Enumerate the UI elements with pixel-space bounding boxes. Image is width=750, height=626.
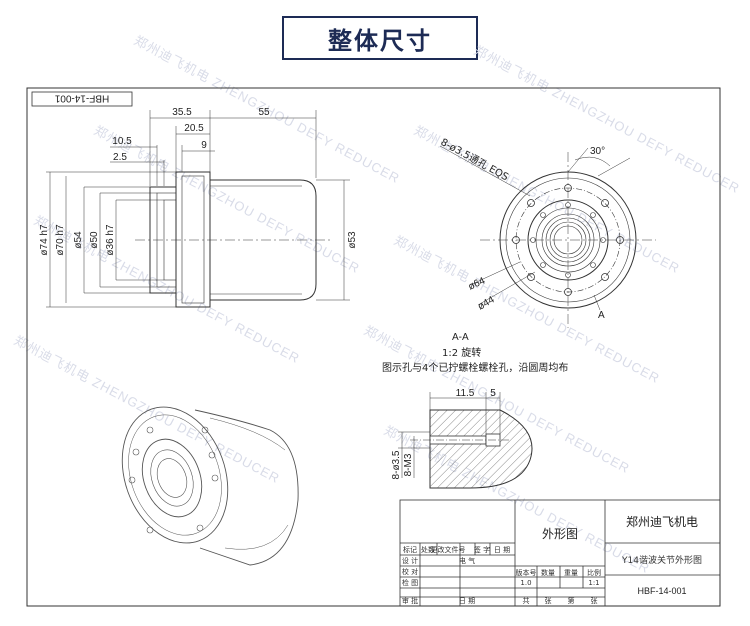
section-scale: 1:2 旋转 bbox=[442, 346, 481, 359]
tb-c-weight: 重量 bbox=[564, 569, 578, 577]
tb-sheet-page2: 张 bbox=[591, 596, 598, 605]
tb-sheet-no: 第 bbox=[568, 596, 575, 605]
front-section-mark: A bbox=[598, 310, 605, 321]
dia-2: ø70 h7 bbox=[55, 224, 66, 256]
tb-stage-val: 1.0 bbox=[520, 579, 531, 587]
tb-scale-val: 1:1 bbox=[588, 579, 599, 587]
front-dia-a: ø64 bbox=[467, 275, 488, 292]
dim-top-2: 55 bbox=[258, 107, 270, 118]
header-title-box: 整体尺寸 bbox=[282, 16, 478, 60]
tb-r-check: 校 对 bbox=[402, 567, 418, 576]
dia-1: ø74 h7 bbox=[39, 224, 50, 256]
tb-part-name: 外形图 bbox=[542, 527, 578, 541]
section-label: A-A bbox=[452, 332, 469, 343]
dim-top-3: 20.5 bbox=[184, 123, 204, 134]
dia-5: ø36 h7 bbox=[105, 224, 116, 256]
front-dia-b: ø44 bbox=[476, 294, 497, 312]
header-title: 整体尺寸 bbox=[328, 26, 432, 55]
tb-r-approve: 审 批 bbox=[402, 596, 418, 605]
dim-top-1: 35.5 bbox=[172, 107, 192, 118]
section-note: 图示孔与4个已拧螺栓螺栓孔，沿圆周均布 bbox=[382, 361, 568, 374]
tb-h-sign: 签 字 bbox=[474, 545, 490, 554]
dia-4: ø50 bbox=[89, 231, 100, 249]
section-detail bbox=[398, 392, 533, 489]
tb-date2: 日 期 bbox=[459, 597, 475, 605]
tb-h-date: 日 期 bbox=[494, 546, 510, 554]
section-left-2: 8-M3 bbox=[403, 453, 414, 476]
tb-h-doc: 更改文件号 bbox=[431, 545, 466, 554]
title-block bbox=[399, 499, 721, 607]
dia-3: ø54 bbox=[73, 231, 84, 249]
drawing-no-box-text: HBF-14-001 bbox=[54, 93, 109, 104]
dim-top-6: 2.5 bbox=[113, 152, 127, 163]
tb-c-scale: 比例 bbox=[587, 568, 601, 577]
front-holes: 8-ø3.5通孔 EQS bbox=[439, 136, 511, 183]
drawing-no-box: HBF-14-001 bbox=[31, 91, 133, 107]
dia-6: ø53 bbox=[347, 231, 358, 249]
front-view bbox=[439, 145, 656, 328]
tb-h-mark: 标记 bbox=[403, 545, 417, 554]
tb-company: 郑州迪飞机电 bbox=[626, 514, 698, 529]
tb-drawing-no: HBF-14-001 bbox=[637, 586, 686, 596]
section-dim-a: 11.5 bbox=[456, 388, 475, 399]
tb-elec: 电 气 bbox=[459, 556, 475, 565]
tb-r-review: 检 图 bbox=[402, 578, 418, 587]
side-view bbox=[46, 110, 350, 308]
tb-sheet-total: 共 bbox=[523, 596, 530, 605]
dim-top-5: 9 bbox=[201, 140, 207, 151]
tb-r-design: 设 计 bbox=[402, 556, 418, 565]
section-dim-b: 5 bbox=[490, 388, 496, 399]
tb-c-qty: 数量 bbox=[541, 568, 555, 577]
tb-h-qty: 处数 bbox=[421, 545, 435, 554]
front-angle: 30° bbox=[590, 146, 605, 157]
drawing-frame bbox=[26, 87, 721, 607]
isometric-view bbox=[121, 406, 299, 566]
tb-drawing-title: Y14谐波关节外形图 bbox=[621, 554, 702, 566]
tb-c-stage: 版本号 bbox=[516, 568, 537, 577]
tb-sheet-page: 张 bbox=[545, 596, 552, 605]
dim-top-4: 10.5 bbox=[112, 136, 132, 147]
section-left-1: 8-ø3.5 bbox=[391, 450, 402, 479]
